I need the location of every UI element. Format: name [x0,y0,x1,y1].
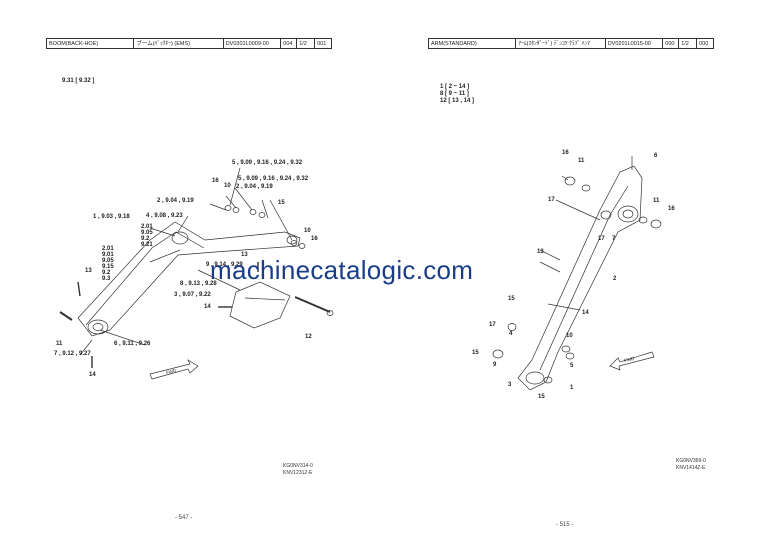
callout: 11 [56,341,63,347]
right-code-2: KNV1414Z-E [676,465,706,471]
right-fwd-arrow [609,351,655,371]
left-ref-label: 9.31 [ 9.32 ] [62,78,95,84]
callout: 16 [212,178,219,184]
callout: 9.05 [141,230,153,236]
callout: 4 [509,331,513,337]
callout: 14 [204,304,211,310]
callout: 13 [85,268,92,274]
right-page-number: - 515 - [556,522,574,528]
left-header-section: BOOM(BACK-HOE) [47,39,135,48]
left-header-table: BOOM(BACK-HOE) ブーム(ﾊﾞｯｸﾎｰ) (EMS) DV0301L… [46,38,332,49]
callout: 15 [508,296,515,302]
callout: 7 [612,236,616,242]
left-header-name: ブーム(ﾊﾞｯｸﾎｰ) (EMS) [134,39,224,48]
right-ref-line: 1 [ 2 ~ 14 ] [440,84,470,90]
callout: 14 [89,372,96,378]
left-header-seq: 001 [317,41,327,47]
right-code-1: KG0NV369-0 [676,458,706,464]
right-ref-line: 8 [ 9 ~ 11 ] [440,91,469,97]
watermark: machinecatalogic.com [210,255,474,285]
callout: 15 [472,350,479,356]
callout: 9 , 9.14 , 9.29 [206,262,243,268]
callout: 4 , 9.08 , 9.23 [146,213,183,219]
right-ref-line: 12 [ 13 , 14 ] [440,98,475,104]
right-header-table: ARM(STANDARD) ｱｰﾑ(ｽﾀﾝﾀﾞｰﾄﾞ) ﾃﾞﾝｺﾂ ｸﾗﾌﾞ ﾊ… [428,38,714,49]
callout: 8 , 9.13 , 9.28 [180,281,217,287]
right-header-rev: 000 [663,39,680,48]
left-code-2: KNV1231Z-E [283,470,313,476]
callout: 16 [668,206,675,212]
callout: 10 [304,228,311,234]
callout: 10 [224,183,231,189]
callout: 3 [508,382,512,388]
callout: 5 , 9.09 , 9.16 , 9.24 , 9.32 [238,176,309,182]
left-header-rev: 004 [281,39,298,48]
callout: 16 [311,236,318,242]
right-header-seq: 000 [699,41,709,47]
callout: 2.01 [141,224,153,230]
right-header-sheet: 1/2 [679,39,698,48]
callout: 16 [562,150,569,156]
callout: 17 [489,322,496,328]
callout: 2 , 9.04 , 9.19 [236,184,273,190]
callout: 15 [538,394,545,400]
callout: 9.2 [141,236,150,242]
left-code-1: KG0NV314-0 [283,463,313,469]
callout: 9.21 [141,242,153,248]
left-fwd-arrow [149,359,199,380]
callout: 6 , 9.11 , 9.26 [114,341,151,347]
callout: 5 [570,363,574,369]
callout: 15 [278,200,285,206]
callout: 11 [578,158,585,164]
callout: 6 [654,153,658,159]
callout: 2 [613,276,617,282]
callout: 7 , 9.12 , 9.27 [54,351,91,357]
callout: 5 , 9.09 , 9.16 , 9.24 , 9.32 [232,160,303,166]
callout: 9.15 [102,264,114,270]
callout: 14 [582,310,589,316]
right-header-drawing-no: DV0201L0015-00 [606,39,664,48]
callout: 3 , 9.07 , 9.22 [174,292,211,298]
callout: 17 [548,197,555,203]
arm-drawing [492,156,662,391]
boom-drawing [59,167,334,368]
callout: 11 [653,198,660,204]
callout: 10 [566,333,573,339]
callout: 9.01 [102,252,114,258]
callout: 1 [570,385,574,391]
callout: 17 [598,236,605,242]
right-header-section: ARM(STANDARD) [429,39,517,48]
left-header-drawing-no: DV0301L0009-00 [224,39,282,48]
callout: 1 , 9.03 , 9.18 [93,214,130,220]
callout: 12 [305,334,312,340]
callout: 13 [537,249,544,255]
callout: 9.2 [102,270,111,276]
callout: 9.05 [102,258,114,264]
callout: 2 , 9.04 , 9.19 [157,198,194,204]
callout: 9 [493,362,497,368]
left-page-number: - 547 - [175,515,193,521]
callout: 2.01 [102,246,114,252]
callout: 13 [241,252,248,258]
right-header-name: ｱｰﾑ(ｽﾀﾝﾀﾞｰﾄﾞ) ﾃﾞﾝｺﾂ ｸﾗﾌﾞ ﾊﾝﾏ [516,39,606,48]
callout: 9.3 [102,276,111,282]
left-header-sheet: 1/2 [297,39,316,48]
